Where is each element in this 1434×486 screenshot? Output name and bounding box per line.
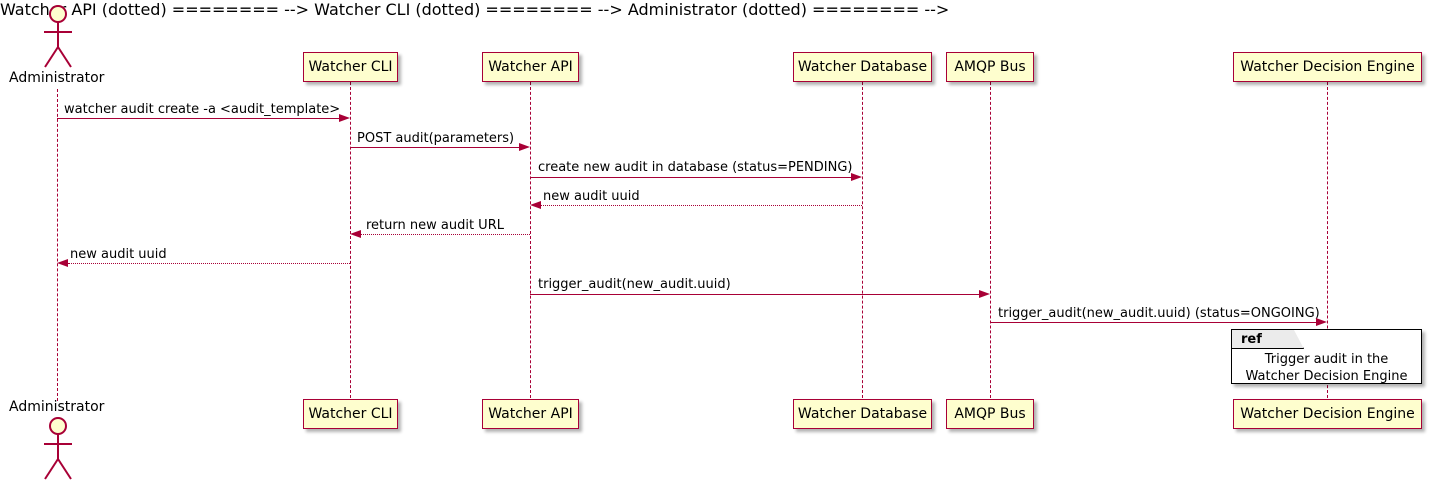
- message-label-6: new audit uuid: [70, 247, 167, 262]
- message-arrowhead-4: [530, 200, 541, 209]
- ref-fragment: ref Trigger audit in the Watcher Decisio…: [1231, 329, 1422, 384]
- participant-watcher-decision-engine-top[interactable]: Watcher Decision Engine: [1233, 52, 1422, 82]
- actor-label-administrator-bottom: Administrator: [9, 399, 105, 415]
- message-arrow-6: [68, 263, 350, 264]
- lifeline-amqp-bus: [990, 82, 991, 398]
- message-arrow-2: [350, 147, 519, 148]
- participant-label: AMQP Bus: [954, 406, 1026, 422]
- message-arrowhead-1: [339, 113, 350, 122]
- participant-label: Watcher API: [488, 59, 573, 75]
- message-label-8: trigger_audit(new_audit.uuid) (status=ON…: [998, 306, 1320, 321]
- lifeline-administrator: [57, 89, 58, 401]
- participant-label: Watcher Decision Engine: [1240, 59, 1415, 75]
- participant-label: Watcher Database: [797, 406, 928, 422]
- participant-watcher-database-top[interactable]: Watcher Database: [793, 52, 932, 82]
- participant-watcher-cli-top[interactable]: Watcher CLI: [303, 52, 398, 82]
- message-label-2: POST audit(parameters): [357, 131, 515, 146]
- message-arrowhead-6: [57, 258, 68, 267]
- actor-stick-figure-icon: [44, 417, 72, 480]
- message-label-4: new audit uuid: [543, 189, 640, 204]
- actor-label-administrator-top: Administrator: [9, 70, 105, 86]
- message-arrow-1: [57, 118, 339, 119]
- lifeline-watcher-cli: [350, 82, 351, 398]
- actor-administrator-bottom: [32, 414, 84, 486]
- lifeline-watcher-api: [530, 82, 531, 398]
- participant-watcher-api-top[interactable]: Watcher API: [482, 52, 579, 82]
- message-arrow-4: [541, 205, 862, 206]
- participant-label: Watcher Decision Engine: [1240, 406, 1415, 422]
- participant-label: Watcher CLI: [308, 59, 393, 75]
- participant-label: Watcher Database: [797, 59, 928, 75]
- lifeline-watcher-database: [862, 82, 863, 398]
- participant-amqp-bus-top[interactable]: AMQP Bus: [946, 52, 1034, 82]
- ref-fragment-line-1: Trigger audit in the: [1264, 352, 1389, 367]
- lifeline-watcher-decision-engine: [1327, 82, 1328, 398]
- message-arrow-3: [530, 177, 851, 178]
- message-arrowhead-8: [1316, 317, 1327, 326]
- participant-watcher-decision-engine-bottom[interactable]: Watcher Decision Engine: [1233, 399, 1422, 429]
- participant-label: AMQP Bus: [954, 59, 1026, 75]
- message-label-1: watcher audit create -a <audit_template>: [64, 102, 341, 117]
- message-label-7: trigger_audit(new_audit.uuid): [538, 277, 731, 292]
- message-arrowhead-7: [979, 289, 990, 298]
- message-arrowhead-3: [851, 172, 862, 181]
- message-arrow-7: [530, 294, 979, 295]
- message-arrow-8: [990, 322, 1316, 323]
- ref-fragment-line-2: Watcher Decision Engine: [1245, 369, 1408, 384]
- actor-administrator-top: [32, 2, 84, 74]
- ref-fragment-tab: ref: [1232, 330, 1304, 349]
- participant-label: Watcher CLI: [308, 406, 393, 422]
- ref-fragment-body: Trigger audit in the Watcher Decision En…: [1232, 351, 1421, 385]
- message-arrowhead-2: [519, 142, 530, 151]
- message-arrow-5: [361, 234, 530, 235]
- participant-watcher-api-bottom[interactable]: Watcher API: [482, 399, 579, 429]
- ref-fragment-tab-label: ref: [1241, 331, 1262, 347]
- message-label-3: create new audit in database (status=PEN…: [538, 160, 853, 175]
- participant-watcher-database-bottom[interactable]: Watcher Database: [793, 399, 932, 429]
- message-label-5: return new audit URL: [366, 218, 504, 233]
- message-arrowhead-5: [350, 229, 361, 238]
- actor-stick-figure-icon: [44, 5, 72, 68]
- participant-watcher-cli-bottom[interactable]: Watcher CLI: [303, 399, 398, 429]
- participant-label: Watcher API: [488, 406, 573, 422]
- participant-amqp-bus-bottom[interactable]: AMQP Bus: [946, 399, 1034, 429]
